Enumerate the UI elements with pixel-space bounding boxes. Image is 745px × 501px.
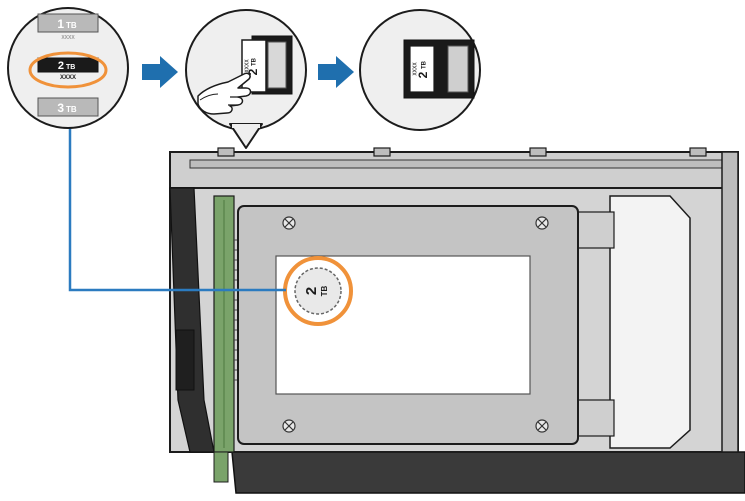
label-1tb-size: 1 [57,17,64,31]
bay-top-rail [169,151,739,189]
hand-icon [197,72,252,115]
drive-capacity-size: 2 [303,287,320,295]
arrow-right-icon [318,56,354,88]
label-1tb [37,13,99,33]
step2-tag-unit: TB [252,57,258,66]
screw-icon [282,419,296,433]
drive-capacity-unit: TB [320,285,329,296]
label-2tb-sub: XXXX [60,75,76,81]
bay-base-plate [231,451,745,494]
step3-tag-sub: XXXX [412,62,418,76]
callout-label-applied: 2 TB XXXX [359,9,481,131]
label-3tb-unit: TB [66,105,77,114]
label-2tb-unit: TB [66,64,75,71]
label-2tb-highlight [28,51,108,89]
drive-capacity-sticker [294,267,342,315]
label-3tb-size: 3 [57,101,64,115]
callout-apply-label: 2 TB XXXX [185,9,307,149]
screw-icon [282,216,296,230]
label-1tb-sub: XXXX [61,35,75,41]
screw-icon [535,419,549,433]
step3-tag-size: 2 [416,71,430,78]
label-2tb [37,57,99,73]
leader-line [68,108,286,292]
step2-tag-size: 2 [246,68,260,75]
step3-label-tag [409,45,435,93]
screw-icon [535,216,549,230]
step2-tag-sub: XXXX [244,59,250,73]
label-3tb [37,97,99,117]
label-1tb-unit: TB [66,21,77,30]
callout-capacity-chart: 1 TB XXXX 2 TB XXXX 3 TB [7,7,129,129]
label-2tb-size: 2 [58,60,64,72]
hard-drive: 2 TB [237,205,579,445]
step3-tag-unit: TB [422,60,428,69]
arrow-right-icon [142,56,178,88]
step2-label-tag [241,39,267,93]
bay-right-rail [721,151,739,453]
